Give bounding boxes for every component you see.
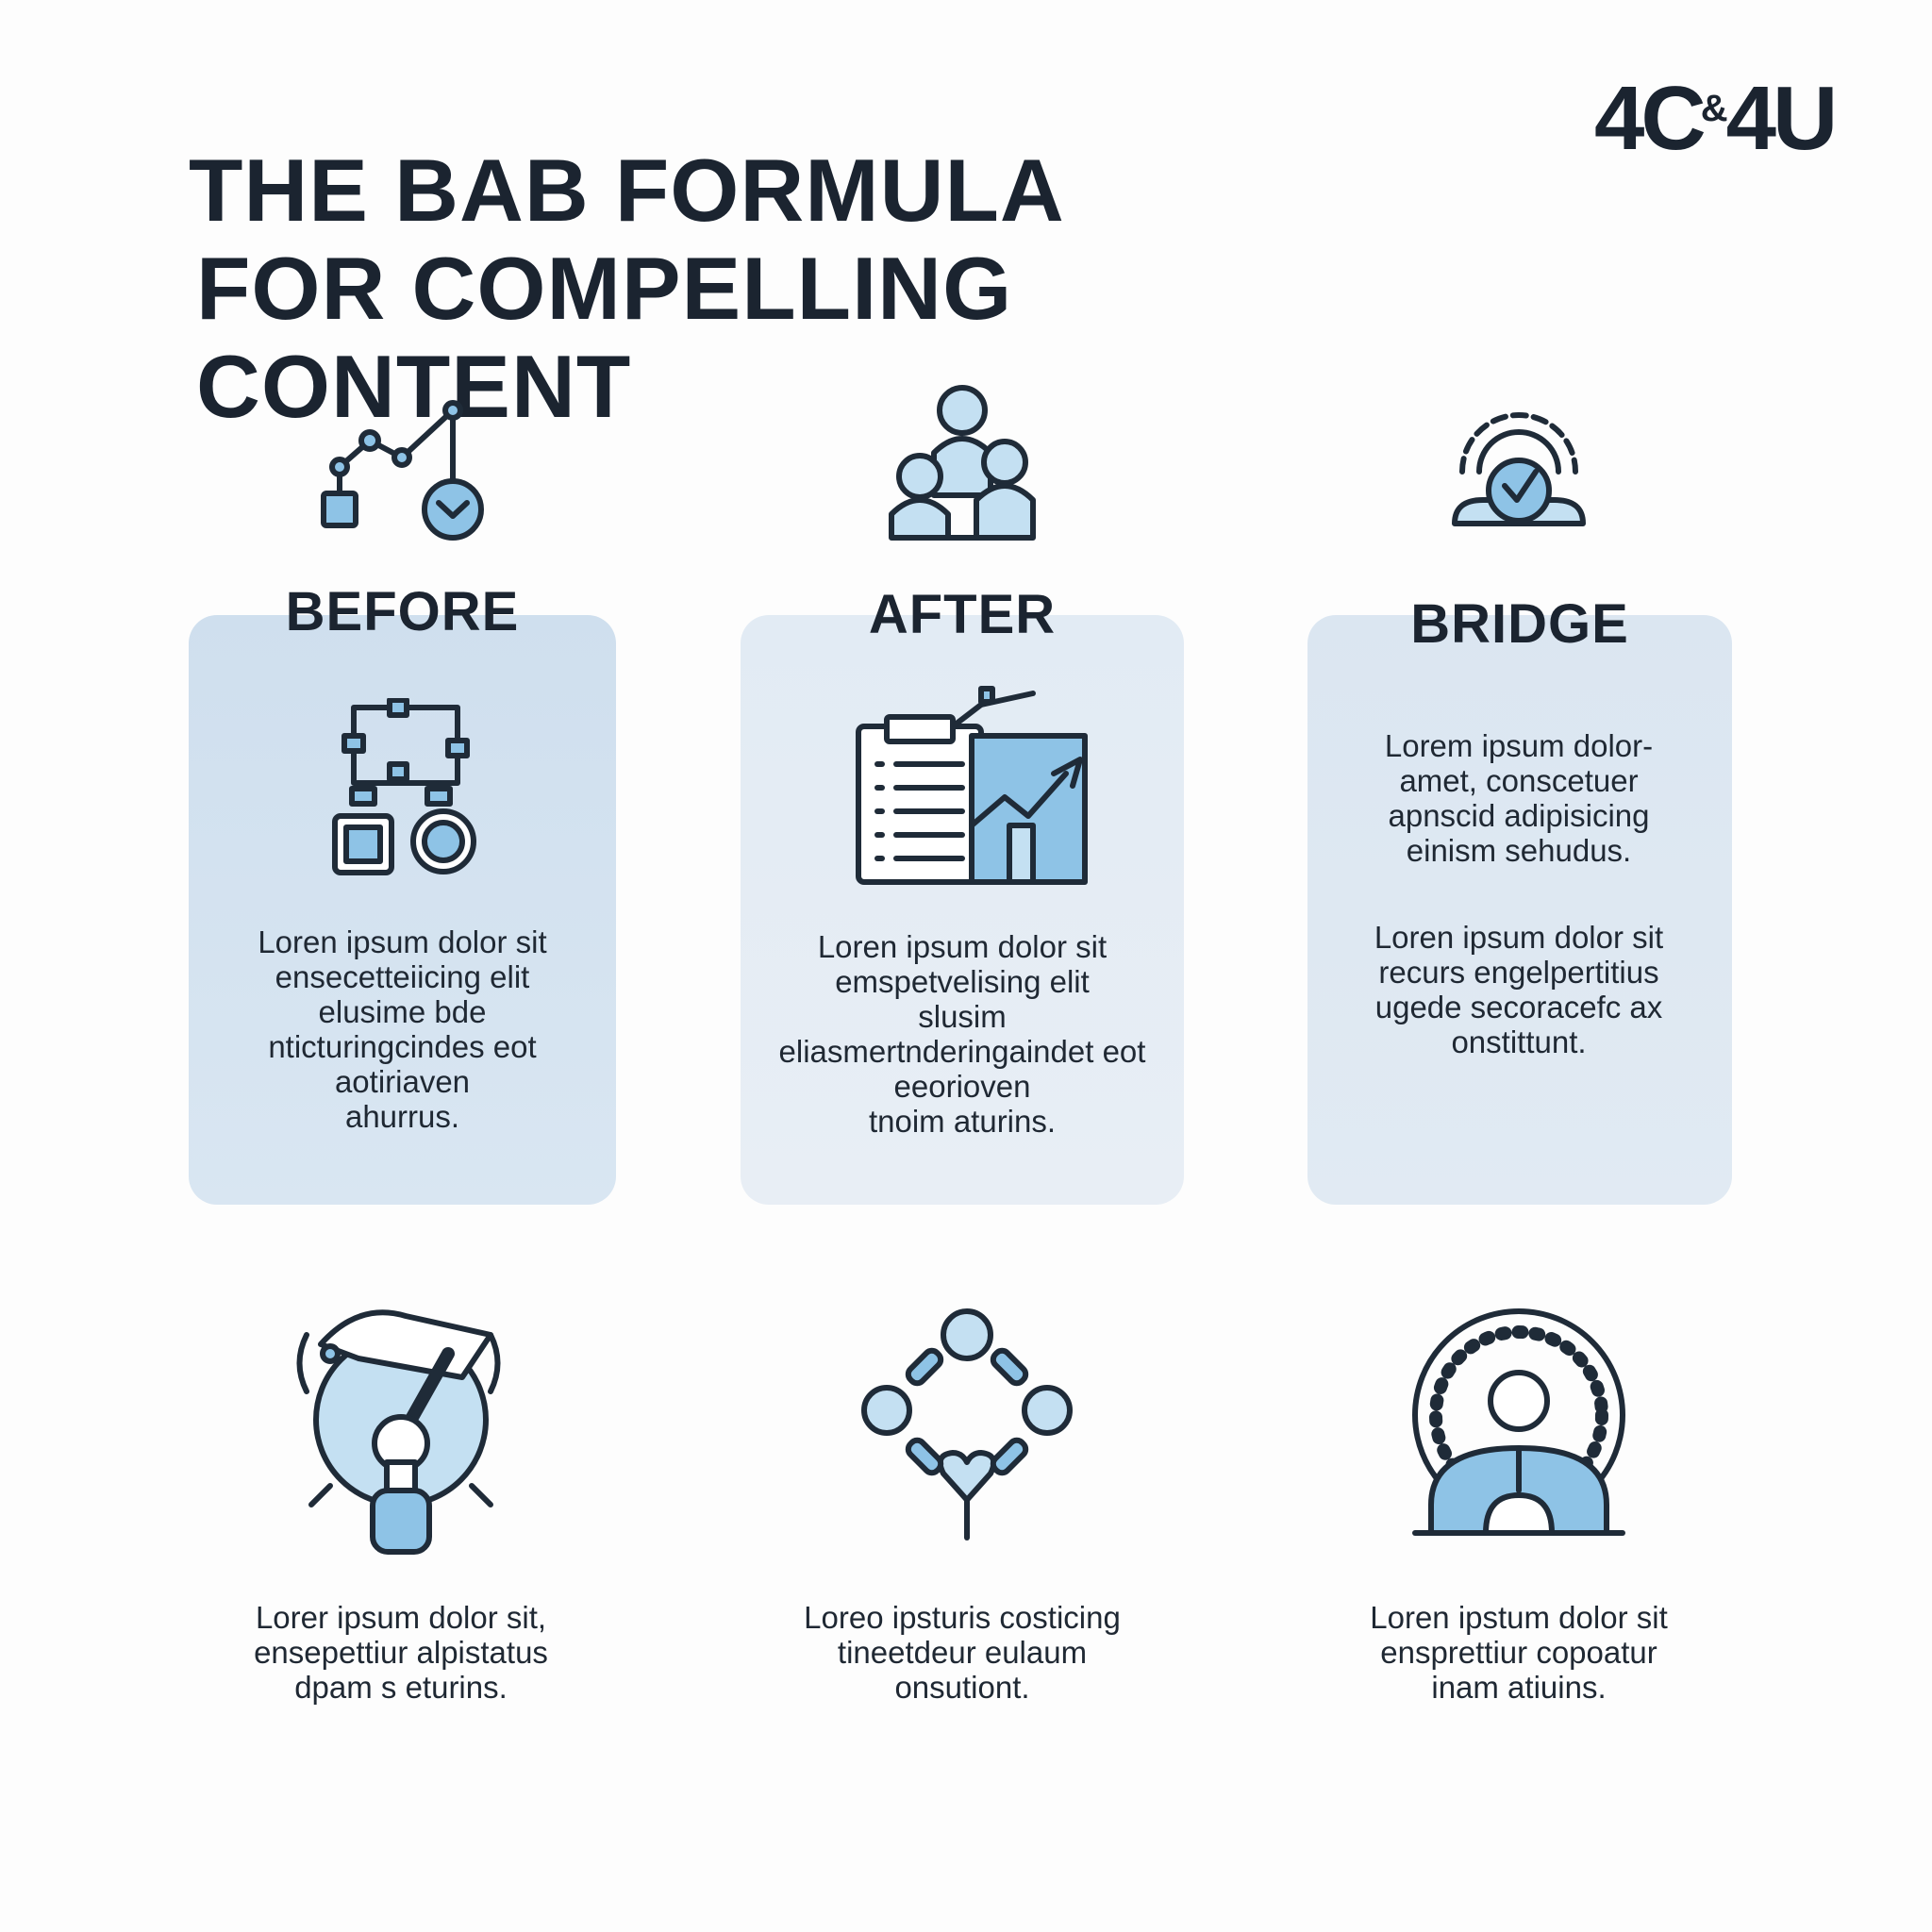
bridge-card <box>1307 615 1732 1205</box>
after-text: Loren ipsum dolor sit emspetvelising eli… <box>778 929 1146 1139</box>
bridge-heading: BRIDGE <box>1410 593 1629 655</box>
after-heading: AFTER <box>868 584 1057 645</box>
bottom-right-text: Loren ipstum dolor sit ensprettiur copoa… <box>1370 1600 1668 1705</box>
dashboard-person-icon <box>1412 1308 1625 1536</box>
brand-logo: 4C&4U <box>1594 68 1838 169</box>
chart-network-icon <box>321 400 484 541</box>
bridge-text-2: Loren ipsum dolor sit recurs engelpertit… <box>1374 920 1664 1059</box>
report-growth-icon <box>856 686 1088 885</box>
bridge-text-1: Lorem ipsum dolor- amet, conscetuer apns… <box>1384 728 1654 868</box>
flowchart-icon <box>332 698 476 875</box>
title-line-1: THE BAB FORMULA <box>189 141 1065 240</box>
bottom-middle-text: Loreo ipsturis costicing tineetdeur eula… <box>804 1600 1121 1705</box>
bottom-left-text: Lorer ipsum dolor sit, ensepettiur alpis… <box>254 1600 548 1705</box>
gear-check-icon <box>1452 412 1586 526</box>
title-line-2: FOR COMPELLING CONTENT <box>196 239 1013 436</box>
page-title: THE BAB FORMULA FOR COMPELLING CONTENT <box>189 142 1415 436</box>
before-text: Loren ipsum dolor sit ensecetteiicing el… <box>258 924 547 1134</box>
lever-switch-icon <box>296 1309 501 1555</box>
after-card <box>741 615 1184 1205</box>
before-heading: BEFORE <box>285 581 520 642</box>
team-people-icon <box>889 385 1036 541</box>
connection-cycle-icon <box>861 1308 1073 1541</box>
